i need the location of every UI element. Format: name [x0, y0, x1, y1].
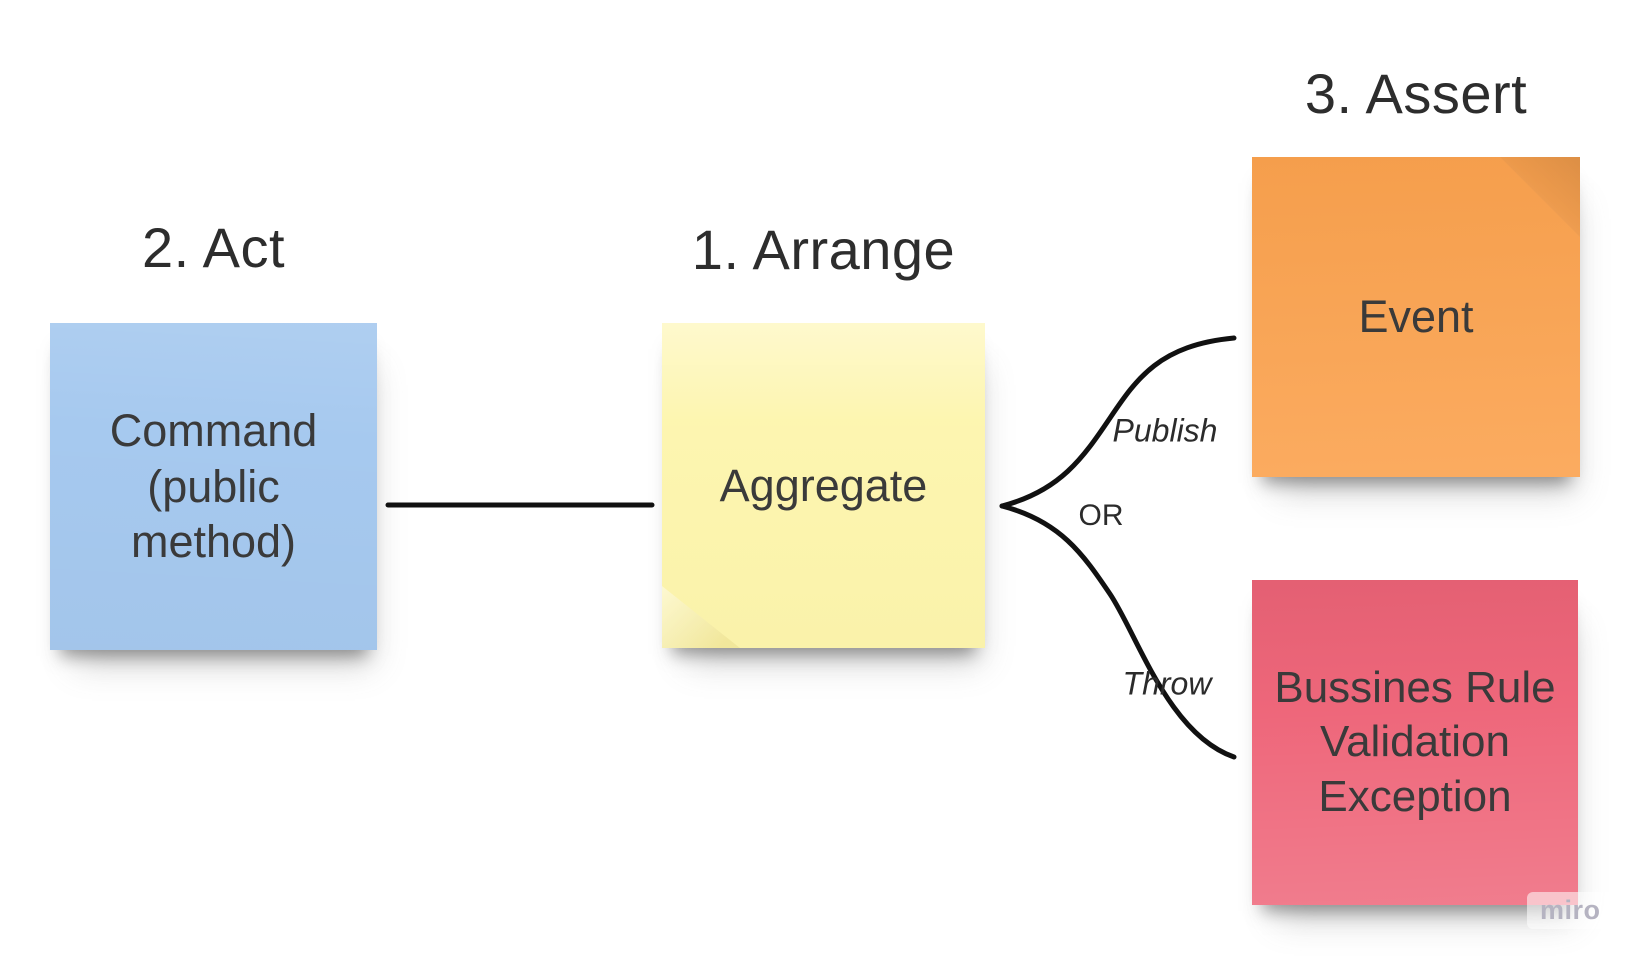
sticky-note-aggregate-text: Aggregate — [719, 459, 928, 511]
sticky-note-event[interactable]: Event — [1252, 157, 1580, 477]
sticky-note-aggregate[interactable]: Aggregate — [662, 323, 985, 648]
sticky-note-event-text: Event — [1358, 291, 1474, 343]
sticky-note-business-rule-exception-text: Bussines Rule Validation Exception — [1274, 662, 1556, 821]
connector-label-publish[interactable]: Publish — [1112, 412, 1218, 449]
miro-logo-watermark: miro — [1527, 892, 1627, 929]
heading-step-arrange[interactable]: 1. Arrange — [691, 218, 956, 281]
connector-label-or[interactable]: OR — [1078, 499, 1124, 532]
sticky-note-command[interactable]: Command (public method) — [50, 323, 377, 650]
heading-step-act[interactable]: 2. Act — [141, 216, 286, 279]
sticky-note-business-rule-exception[interactable]: Bussines Rule Validation Exception — [1252, 580, 1578, 905]
arrow-aggregate-throw-to-exception[interactable] — [999, 503, 1237, 760]
arrow-aggregate-publish-to-event[interactable] — [999, 335, 1237, 509]
sticky-note-command-text: Command (public method) — [109, 404, 318, 568]
miro-logo-text: miro — [1540, 895, 1601, 925]
connector-label-throw[interactable]: Throw — [1122, 665, 1212, 702]
heading-step-assert[interactable]: 3. Assert — [1304, 62, 1528, 125]
